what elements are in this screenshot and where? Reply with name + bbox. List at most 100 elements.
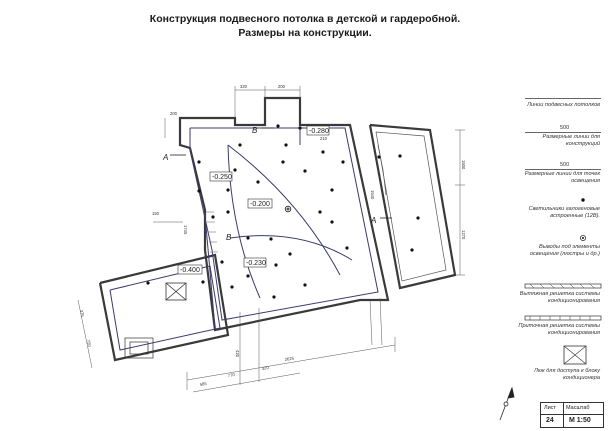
dimension-label: 1500: [461, 160, 466, 170]
title-block: Лист Масштаб 24 М 1:50: [540, 402, 604, 428]
dimension-label: 200: [170, 111, 178, 116]
dimension-label: 320: [261, 365, 269, 371]
level-box: [209, 171, 233, 182]
exhaust-grille-icon: [524, 283, 602, 289]
sheet-label: Лист: [544, 405, 556, 411]
dimension-label: 420: [235, 350, 240, 358]
scale-value: М 1:50: [569, 417, 591, 424]
hatch-strip: [206, 211, 218, 253]
fixture: [124, 337, 154, 359]
dimension-label: 2625: [284, 355, 295, 362]
dimension-label: 375: [79, 309, 85, 317]
section-mark-a-left: A: [162, 153, 168, 162]
halogen-light-icon: [246, 236, 250, 240]
level-label: -0.200: [250, 201, 270, 208]
halogen-light-icon: [146, 281, 150, 285]
dimension-labels: 320 200 1500 1270 150 2625 585 770 320 2…: [79, 84, 466, 387]
halogen-light-icon: [398, 154, 402, 158]
level-box: [177, 264, 203, 275]
halogen-light-icon: [377, 155, 381, 159]
dimension-label: 210: [320, 136, 328, 141]
supply-grille-icon: [524, 315, 602, 321]
halogen-light-icon: [581, 198, 585, 202]
legend-label: Размерные линии для конструкций: [542, 134, 600, 147]
halogen-light-icon: [197, 160, 201, 164]
light-outlet-icon: [286, 207, 290, 211]
sheet-value: 24: [546, 417, 554, 424]
halogen-light-icon: [269, 237, 273, 241]
halogen-light-icon: [274, 263, 278, 267]
halogen-light-icon: [233, 168, 237, 172]
dimension-label: 320: [240, 84, 248, 89]
level-label: -0.250: [212, 174, 232, 181]
halogen-light-icon: [220, 260, 224, 264]
section-mark-b-bottom: B: [226, 233, 232, 242]
level-label: -0.230: [246, 260, 266, 267]
level-box: [306, 125, 330, 136]
halogen-light-icon: [416, 216, 420, 220]
halogen-light-icon: [238, 143, 242, 147]
halogen-light-icon: [341, 160, 345, 164]
halogen-light-icon: [330, 220, 334, 224]
halogen-light-icon: [298, 126, 302, 130]
ceiling-lines: [109, 127, 379, 351]
halogen-light-icon: [246, 274, 250, 278]
dimension-label: 770: [227, 372, 235, 378]
light-outlets: [284, 205, 292, 213]
dimension-label: 1745: [183, 225, 188, 235]
compass-icon: [499, 386, 515, 421]
halogen-light-icon: [197, 189, 201, 193]
halogen-light-icon: [226, 188, 230, 192]
legend-value: 500: [560, 125, 570, 131]
legend-label: Выводы под элементы освещения (люстры и …: [529, 244, 600, 257]
halogen-light-icon: [272, 295, 276, 299]
title-line1: Конструкция подвесного потолка в детской…: [149, 13, 461, 25]
dimension-lines: [77, 86, 465, 393]
section-mark-b-top: B: [252, 126, 258, 135]
legend-label: Светильники галогеновые встроенные (12В)…: [528, 206, 600, 219]
hatch-icon: [165, 282, 187, 301]
halogen-light-icon: [288, 252, 292, 256]
dimension-label: 720: [86, 339, 92, 347]
legend-label: Размерные линии для точек освещения: [524, 171, 600, 184]
halogen-light-icon: [281, 160, 285, 164]
halogen-light-icon: [226, 210, 230, 214]
hatch-icon: [563, 345, 587, 365]
halogen-light-icon: [256, 180, 260, 184]
halogen-lights: [146, 124, 420, 299]
legend-line: [525, 169, 601, 170]
wall-wardrobe: [98, 253, 230, 362]
halogen-light-icon: [276, 124, 280, 128]
dimension-label: 150: [152, 211, 160, 216]
legend-value: 500: [560, 162, 570, 168]
legend-line: [525, 132, 601, 133]
halogen-light-icon: [410, 248, 414, 252]
halogen-light-icon: [284, 143, 288, 147]
walls: [98, 96, 457, 362]
title-line2: Размеры на конструкции.: [238, 27, 372, 39]
halogen-light-icon: [230, 285, 234, 289]
halogen-light-icon: [330, 188, 334, 192]
legend-line: [525, 98, 601, 99]
legend-label: Линии подвесных потолков: [527, 102, 600, 108]
legend-label: Люк для доступа к блоку кондиционера: [533, 368, 600, 381]
level-box: [247, 198, 273, 209]
halogen-light-icon: [345, 246, 349, 250]
level-labels: -0.280 -0.250 -0.200 -0.230 -0.400: [177, 125, 330, 275]
halogen-light-icon: [303, 169, 307, 173]
level-label: -0.280: [309, 128, 329, 135]
bay-inner: [375, 131, 447, 282]
dimension-label: 1270: [461, 230, 466, 240]
halogen-light-icon: [201, 280, 205, 284]
section-mark-a-right: A: [370, 216, 376, 225]
dimension-label: 585: [199, 381, 207, 387]
halogen-light-icon: [321, 150, 325, 154]
dimension-label: 200: [278, 84, 286, 89]
section-marks: A A B B: [162, 126, 392, 242]
halogen-light-icon: [303, 283, 307, 287]
level-label: -0.400: [180, 267, 200, 274]
light-outlet-icon: [580, 234, 587, 241]
wall-bay: [368, 123, 457, 290]
level-box: [243, 257, 267, 268]
